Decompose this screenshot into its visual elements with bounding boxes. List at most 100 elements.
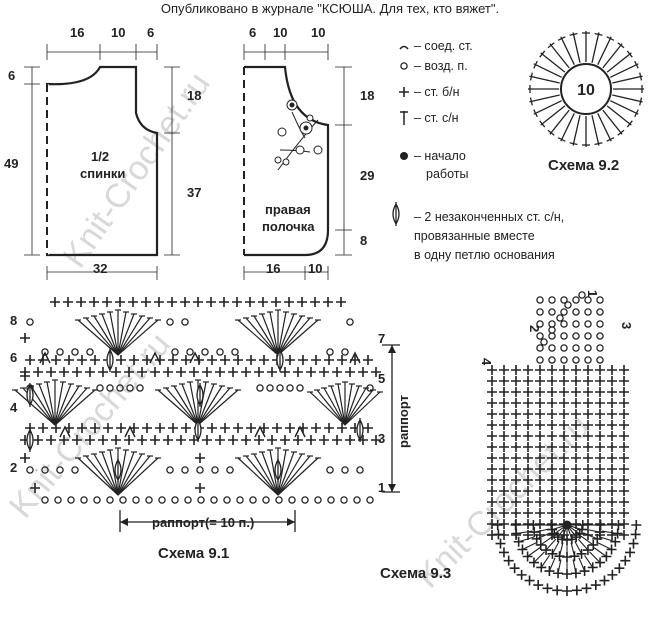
chain-stitch <box>196 466 204 474</box>
single-crochet <box>245 354 257 366</box>
stitch-stroke <box>539 120 546 128</box>
single-crochet <box>510 397 522 409</box>
stitch-stroke <box>157 389 199 426</box>
chain-stitch <box>572 320 580 328</box>
single-crochet <box>162 434 174 446</box>
stitch-stroke <box>117 451 135 496</box>
cluster-stitch <box>114 457 122 483</box>
stitch-stroke <box>165 387 199 426</box>
single-crochet <box>594 452 606 464</box>
single-crochet <box>561 585 573 597</box>
single-crochet <box>522 419 534 431</box>
single-crochet <box>630 519 643 531</box>
single-crochet <box>582 397 594 409</box>
single-crochet <box>141 422 153 434</box>
single-crochet <box>136 434 148 446</box>
stitch-stroke <box>277 449 287 496</box>
single-crochet <box>558 474 570 486</box>
legend-label-sc: – ст. б/н <box>414 85 460 99</box>
single-crochet <box>232 422 244 434</box>
single-crochet <box>296 296 308 308</box>
chain-stitch <box>536 308 544 316</box>
chain-stitch <box>181 318 189 326</box>
single-crochet <box>618 496 630 508</box>
single-crochet <box>618 397 630 409</box>
single-crochet <box>522 507 534 519</box>
single-crochet <box>534 419 546 431</box>
stitch-stroke <box>551 540 560 555</box>
stitch-stroke <box>527 547 541 557</box>
single-crochet <box>532 579 545 591</box>
scheme-9-1-diagram: раппорт(= 10 п.) раппорт 8 6 4 2 7 5 3 1… <box>10 296 411 562</box>
chain-stitch <box>275 496 283 504</box>
single-crochet <box>582 507 594 519</box>
chain-stitch <box>223 496 231 504</box>
single-crochet <box>553 550 566 562</box>
stitch-stroke <box>612 94 643 103</box>
single-crochet <box>323 354 335 366</box>
single-crochet <box>522 375 534 387</box>
stitch-stroke <box>277 455 311 496</box>
single-crochet <box>244 296 256 308</box>
chain-stitch <box>548 296 556 304</box>
chain-stitch <box>166 318 174 326</box>
stitch-stroke <box>591 115 600 146</box>
single-crochet <box>522 430 534 442</box>
stitch-stroke <box>344 385 360 426</box>
single-crochet <box>606 485 618 497</box>
chain-stitch <box>93 496 101 504</box>
stitch-stroke <box>626 120 633 128</box>
flower-embroidery-icon <box>274 99 323 171</box>
single-crochet <box>570 567 582 580</box>
chain-stitch <box>236 496 244 504</box>
single-crochet <box>266 366 278 378</box>
stitch-stroke <box>117 449 127 496</box>
stitch-stroke <box>85 455 119 496</box>
stitch-stroke <box>634 60 639 69</box>
single-crochet <box>618 364 630 376</box>
back-bottom-dim: 32 <box>93 261 107 276</box>
stitch-stroke <box>197 383 215 426</box>
single-crochet <box>534 364 546 376</box>
single-crochet <box>546 485 558 497</box>
front-label-2: полочка <box>262 219 315 234</box>
row-label-8: 8 <box>10 313 17 328</box>
front-piece: 6 10 10 18 29 8 16 10 правая полочка <box>243 25 374 280</box>
stitch-stroke <box>580 535 594 546</box>
stitch-stroke <box>529 94 560 103</box>
single-crochet <box>546 397 558 409</box>
single-crochet <box>309 296 321 308</box>
front-top-dim-1: 6 <box>249 25 256 40</box>
stitch-stroke <box>117 311 127 356</box>
cluster-stitch <box>274 457 282 483</box>
single-crochet <box>618 386 630 398</box>
single-crochet <box>523 574 536 587</box>
single-crochet <box>110 434 122 446</box>
single-crochet <box>486 397 498 409</box>
chain-stitch <box>548 320 556 328</box>
stitch-stroke <box>269 311 279 356</box>
stitch-stroke <box>610 100 639 115</box>
single-crochet <box>114 296 126 308</box>
single-crochet <box>589 579 602 591</box>
single-crochet <box>32 434 44 446</box>
chain-stitch <box>80 496 88 504</box>
stitch-stroke <box>610 63 639 78</box>
stitch-stroke <box>316 389 346 426</box>
scheme-9-3-row-3: 3 <box>619 322 634 329</box>
caption: Опубликовано в журнале "КСЮША. Для тех, … <box>160 1 500 16</box>
chain-stitch <box>158 496 166 504</box>
single-crochet <box>570 463 582 475</box>
stitch-stroke <box>77 319 119 356</box>
stitch-stroke <box>606 137 615 142</box>
single-crochet <box>613 562 626 575</box>
single-crochet <box>558 386 570 398</box>
single-crochet <box>188 366 200 378</box>
single-crochet <box>88 296 100 308</box>
single-crochet <box>606 518 618 530</box>
stitch-stroke <box>582 532 598 540</box>
stitch-stroke <box>560 113 575 142</box>
legend-label-chain: – возд. п. <box>414 59 468 73</box>
chain-stitch <box>584 308 592 316</box>
single-crochet <box>606 375 618 387</box>
